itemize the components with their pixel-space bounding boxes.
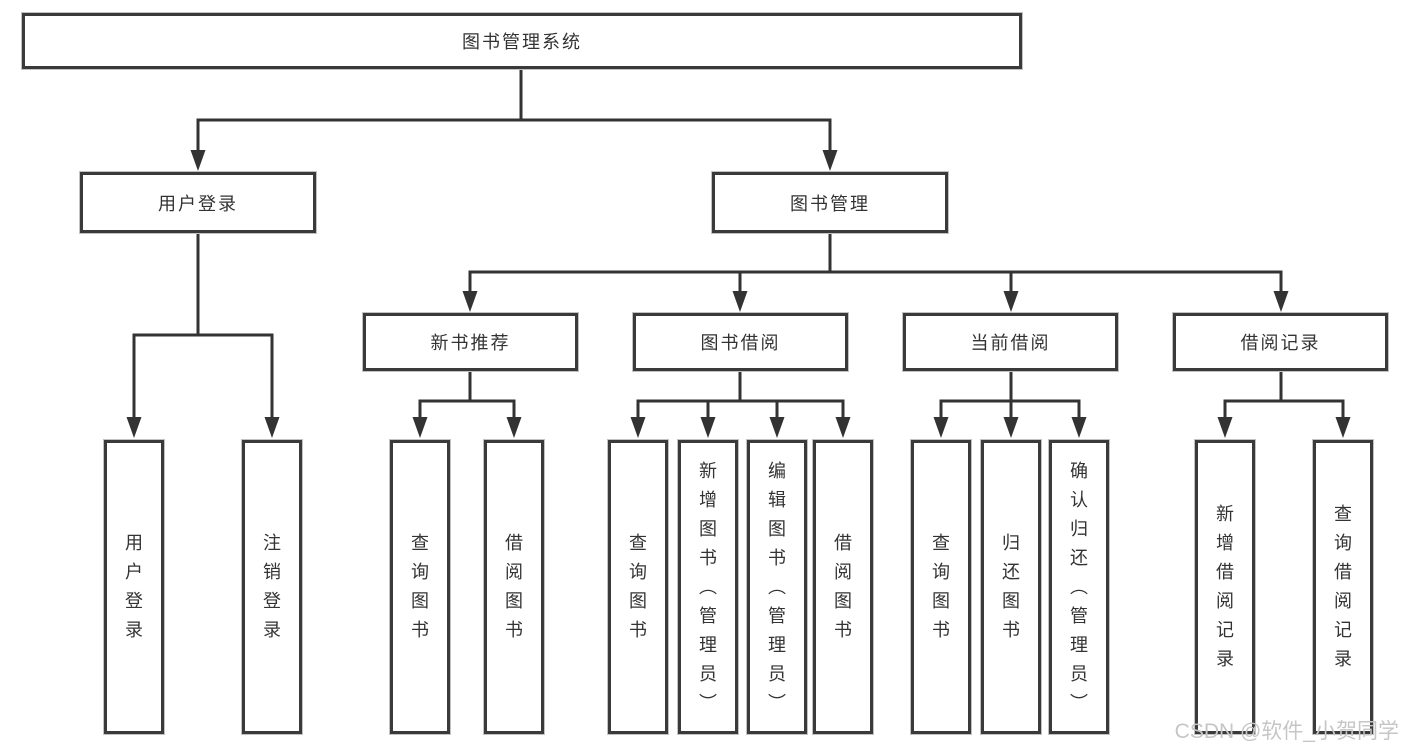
edge-new-book-rec-to-leaves (418, 371, 516, 422)
leaf-logout: 注销登录 (242, 440, 302, 734)
node-label: 查询图书 (932, 533, 950, 640)
node-label: 查询图书 (629, 533, 647, 640)
node-label: 图书管理 (790, 193, 870, 214)
csdn-watermark: CSDN @软件_小贺同学 (1174, 720, 1399, 743)
leaf-add-books-admin: 新增图书︵管理员︶ (678, 440, 738, 734)
node-label: 查询借阅记录 (1334, 504, 1352, 669)
edge-user-login-to-leaves (132, 233, 274, 422)
node-label: 归还图书 (1002, 533, 1020, 640)
node-label: 借阅图书 (505, 533, 523, 640)
node-library-management-system: 图书管理系统 (22, 13, 1022, 69)
leaf-confirm-return-admin: 确认归还︵管理员︶ (1049, 440, 1109, 734)
node-borrowing-records: 借阅记录 (1173, 313, 1388, 371)
leaf-query-borrow-record: 查询借阅记录 (1313, 440, 1373, 734)
arrowheads (126, 150, 1351, 438)
node-user-login: 用户登录 (80, 172, 316, 233)
node-label: 用户登录 (158, 193, 238, 214)
edge-root-to-level2 (196, 69, 832, 156)
node-label: 编辑图书︵管理员︶ (768, 460, 786, 713)
node-label: 借阅记录 (1240, 333, 1321, 353)
leaf-add-borrow-record: 新增借阅记录 (1195, 440, 1255, 734)
node-new-book-recommendation: 新书推荐 (363, 313, 578, 371)
node-label: 查询图书 (411, 533, 429, 640)
leaf-edit-books-admin: 编辑图书︵管理员︶ (747, 440, 807, 734)
node-label: 用户登录 (125, 533, 143, 640)
node-book-borrowing: 图书借阅 (633, 313, 848, 371)
leaf-borrow-books: 借阅图书 (813, 440, 873, 734)
edge-book-mgmt-to-level3 (468, 233, 1283, 297)
node-label: 借阅图书 (834, 533, 852, 640)
node-label: 新增借阅记录 (1216, 504, 1234, 669)
node-label: 新书推荐 (430, 333, 511, 353)
node-label: 新增图书︵管理员︶ (699, 460, 717, 713)
edge-borrow-records-to-leaves (1223, 371, 1345, 422)
leaf-user-login: 用户登录 (104, 440, 164, 734)
node-label: 注销登录 (263, 533, 281, 640)
leaf-query-books: 查询图书 (911, 440, 971, 734)
edge-book-borrow-to-leaves (636, 371, 845, 422)
node-current-borrowing: 当前借阅 (903, 313, 1118, 371)
edge-current-borrow-to-leaves (939, 371, 1081, 422)
node-label: 确认归还︵管理员︶ (1070, 460, 1088, 713)
node-label: 图书借阅 (700, 333, 781, 353)
leaf-return-books: 归还图书 (981, 440, 1041, 734)
leaf-borrow-books: 借阅图书 (484, 440, 544, 734)
node-book-management: 图书管理 (712, 172, 948, 233)
leaf-query-books: 查询图书 (390, 440, 450, 734)
leaf-query-books: 查询图书 (608, 440, 668, 734)
node-label: 当前借阅 (970, 333, 1051, 353)
node-label: 图书管理系统 (462, 32, 582, 52)
